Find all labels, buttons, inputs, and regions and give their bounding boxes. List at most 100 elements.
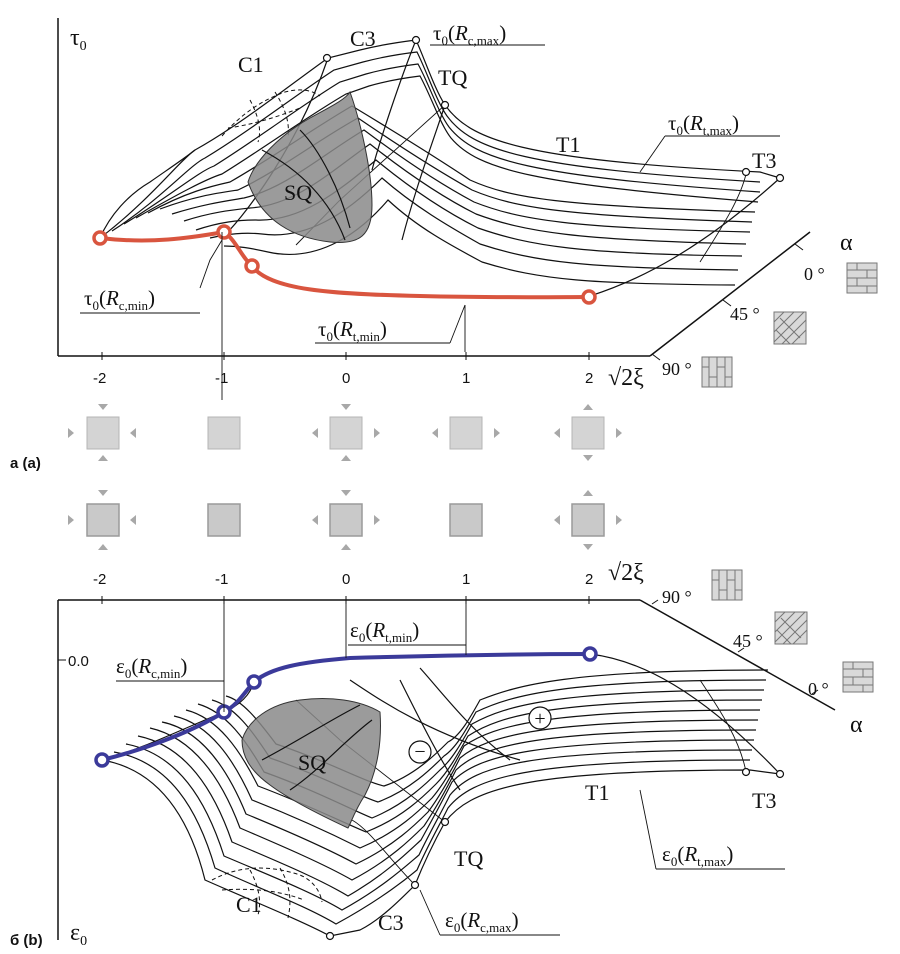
dashed-curve [227, 107, 301, 129]
t1-label-b: T1 [585, 780, 609, 805]
stress-state-row-1 [68, 404, 622, 461]
stress-square-icon [207, 416, 241, 450]
tau-axis-label: τ0 [70, 25, 87, 54]
surface-cross-line [99, 149, 196, 239]
xi-tick-label-a: 1 [462, 370, 470, 387]
t3-label-a: T3 [752, 148, 776, 173]
callout-rt-min-a: τ0(Rt,min) [318, 317, 387, 344]
minus-marker-label: − [414, 741, 425, 763]
stress-square-icon [312, 404, 380, 461]
callout-rc-max-a: τ0(Rc,max) [433, 21, 506, 48]
t3-endpoint-dot-b [775, 769, 785, 779]
xi-axis-label-a: √2ξ [608, 365, 644, 391]
alpha-tick-b [737, 647, 745, 653]
surface-cross-line [349, 679, 521, 761]
eps-min-point [246, 674, 262, 690]
alpha-axis-line-b [639, 599, 836, 711]
t3-endpoint-dot [775, 173, 785, 183]
surface-line [195, 159, 743, 257]
eps-min-curve [101, 652, 591, 762]
surface-line [123, 63, 761, 225]
stress-square-icon [554, 490, 622, 550]
tau-min-point [92, 230, 108, 246]
surface-cross-line [401, 104, 446, 241]
leader-rc-min-a [199, 239, 223, 289]
t1-endpoint-dot-b [741, 767, 751, 777]
alpha-tick-label-b: 90 ° [662, 587, 692, 607]
callout-rt-max-b: ε0(Rt,max) [662, 842, 733, 869]
tau-min-point [216, 224, 232, 240]
surface-cross-line [419, 667, 511, 761]
c1-endpoint-dot-b [325, 931, 335, 941]
dashed-curve [249, 99, 261, 143]
alpha-tick-label-a: 0 ° [804, 264, 825, 284]
alpha-axis-line-a [649, 231, 811, 357]
sq-region-b [241, 698, 381, 829]
leader-rt-min-a [449, 304, 466, 344]
panel-b: + − 0.0 ε0 б (b) C1 C3 TQ T1 T3 SQ ε0(Rt… [10, 560, 874, 949]
alpha-tick-a [651, 353, 661, 361]
tau-min-curve [99, 229, 590, 300]
c3-guide-line-b [351, 819, 416, 886]
c3-label-b: C3 [378, 910, 404, 935]
dashed-curve [221, 89, 321, 137]
brick-diagonal-icon [774, 611, 808, 645]
surface-line [111, 51, 761, 232]
c3-label-a: C3 [350, 26, 376, 51]
c1-dashed-cap-b [211, 867, 323, 919]
leader-rt-max-a [639, 135, 666, 173]
xi-tick-label-b: -1 [215, 571, 228, 588]
leader-rt-max-b [639, 789, 657, 870]
dashed-curve [249, 869, 261, 916]
minus-marker [408, 740, 432, 764]
t3-guide-line-b [699, 679, 747, 773]
stress-square-icon [449, 503, 483, 537]
surface-line [125, 743, 753, 911]
eps-axis-label: ε0 [70, 920, 87, 949]
brick-horizontal-icon [842, 661, 874, 693]
plus-marker-label: + [534, 708, 545, 730]
panel-b-tag: б (b) [10, 932, 43, 949]
alpha-axis-label-a: α [840, 230, 853, 256]
xi-tick-label-b: 1 [462, 571, 470, 588]
callout-rt-max-a: τ0(Rt,max) [668, 111, 739, 138]
sq-inner-line [299, 129, 351, 229]
callout-rc-min-a: τ0(Rc,min) [84, 286, 155, 313]
c1-label-a: C1 [238, 52, 264, 77]
surface-cross-line [101, 681, 255, 761]
xi-axis-label-b: √2ξ [608, 560, 644, 586]
brick-diagonal-icon [773, 311, 807, 345]
leader-rc-max-b [419, 889, 441, 936]
xi-tick-label-a: -2 [93, 370, 106, 387]
surface-line [147, 105, 756, 214]
surface-cross-line [589, 177, 781, 297]
stress-square-icon [432, 416, 500, 450]
stress-square-icon [312, 490, 380, 550]
brick-vertical-icon [701, 356, 733, 388]
surface-line [113, 751, 751, 925]
xi-tick-label-b: -2 [93, 571, 106, 588]
sq-inner-line [261, 704, 361, 761]
t3-label-b: T3 [752, 788, 776, 813]
xi-tick-label-a: -1 [215, 370, 228, 387]
alpha-tick-label-a: 45 ° [730, 304, 760, 324]
xi-tick-label-b: 2 [585, 571, 593, 588]
surface-line [149, 727, 757, 881]
surface-line [223, 199, 736, 286]
surface-cross-line [371, 39, 417, 171]
dashed-curve [211, 867, 323, 903]
c1-label-b: C1 [236, 892, 262, 917]
stress-square-icon [68, 404, 136, 461]
eps-min-point [582, 646, 598, 662]
callout-rc-min-b: ε0(Rc,min) [116, 654, 187, 681]
alpha-tick-a [722, 299, 732, 307]
sq-inner-line [289, 719, 373, 791]
c3-endpoint-dot [411, 35, 421, 45]
alpha-tick-label-a: 90 ° [662, 359, 692, 379]
alpha-tick-label-b: 0 ° [808, 679, 829, 699]
xi-tick-label-b: 0 [342, 571, 350, 588]
tq-endpoint-dot [440, 100, 450, 110]
c1-endpoint-dot [322, 53, 332, 63]
t1-endpoint-dot [741, 167, 751, 177]
